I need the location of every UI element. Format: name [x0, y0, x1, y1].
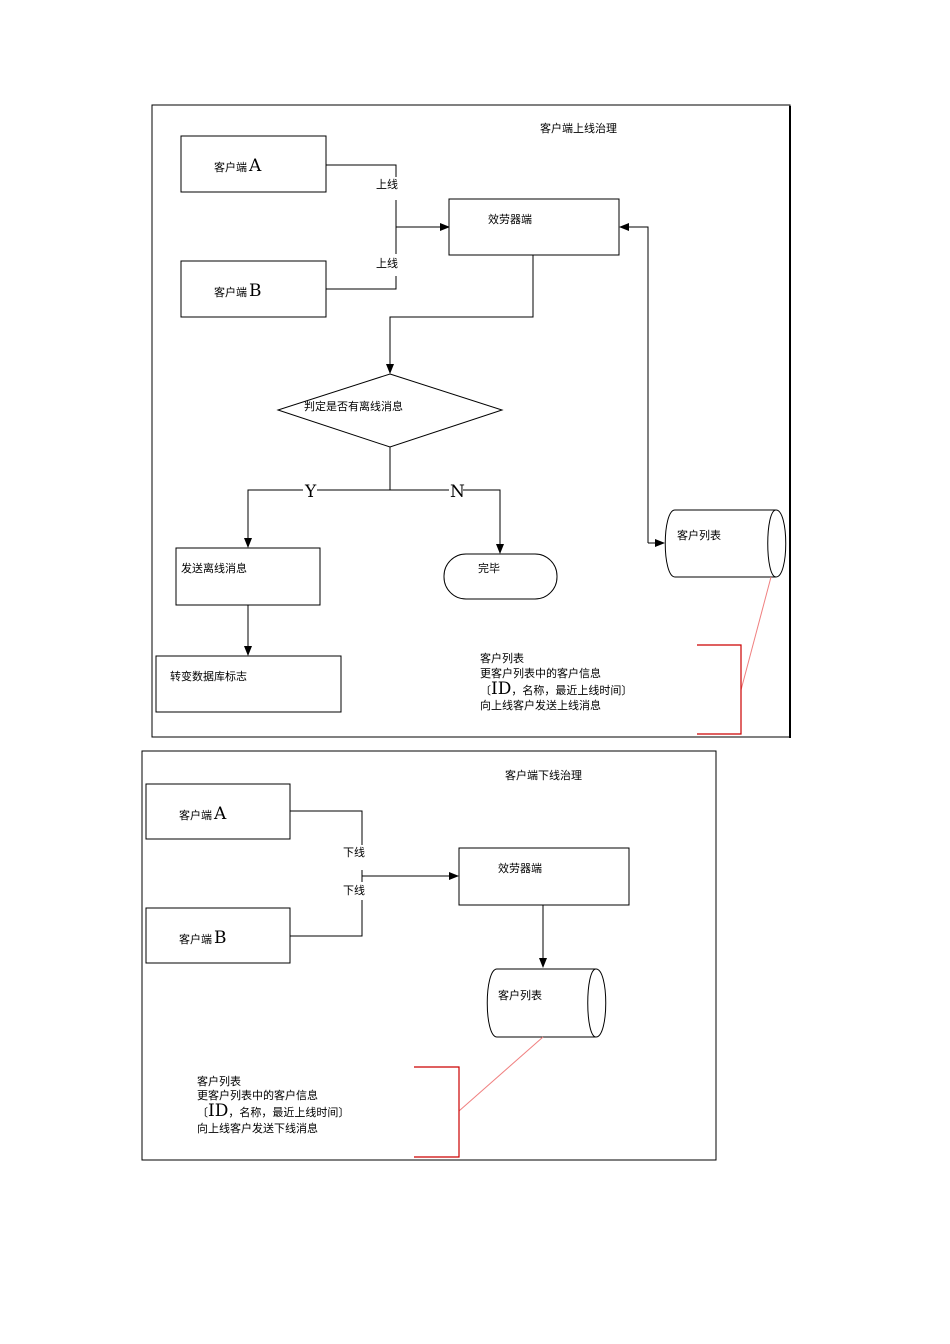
annotation-bracket-online	[697, 644, 742, 735]
change-db-box	[155, 655, 342, 713]
offline-label-2: 下线	[343, 883, 365, 897]
server-label: 效劳器端	[488, 212, 532, 226]
note2-line-4: 向上线客户发送下线消息	[197, 1121, 318, 1135]
change-db-label: 转变数据库标志	[170, 669, 247, 683]
yes-label: Y	[304, 482, 317, 502]
note2-line-1: 客户列表	[197, 1074, 241, 1088]
offline-label-1: 下线	[343, 845, 365, 859]
client-list-cylinder-edge-2	[587, 968, 597, 1038]
connector-a-online	[326, 164, 397, 177]
online-label-2: 上线	[376, 256, 398, 270]
note2-line-3: 〔ID，名称，最近上线时间〕	[197, 1101, 349, 1121]
decision-label: 判定是否有离线消息	[304, 399, 403, 413]
arrow-no	[390, 489, 504, 554]
client-list-label: 客户列表	[677, 528, 721, 542]
server-box	[448, 198, 620, 256]
no-label-bg	[449, 483, 463, 498]
annotation-bracket-offline	[414, 1066, 460, 1158]
client-a-box	[180, 135, 327, 193]
done-terminal	[443, 553, 558, 600]
arrow-yes	[244, 489, 390, 548]
done-label: 完毕	[478, 561, 500, 575]
server-box-2	[458, 847, 630, 906]
note-line-3: 〔ID，名称，最近上线时间〕	[480, 679, 632, 699]
annotation-pointer-offline	[458, 1036, 544, 1112]
annotation-pointer-online	[740, 576, 772, 691]
diagram-online-title: 客户端上线治理	[540, 121, 617, 135]
arrow-list-to-server	[619, 223, 649, 543]
client-list-label-2: 客户列表	[498, 988, 542, 1002]
yes-label-bg	[303, 483, 317, 498]
connector-b-offline	[290, 900, 363, 937]
diagram-offline-frame	[141, 750, 717, 1161]
note2-line-2: 更客户列表中的客户信息	[197, 1088, 318, 1102]
no-label: N	[450, 482, 465, 502]
server-label-2: 效劳器端	[498, 861, 542, 875]
online-label-1: 上线	[376, 177, 398, 191]
diagram-offline-title: 客户端下线治理	[505, 768, 582, 782]
note-line-1: 客户列表	[480, 651, 524, 665]
client-b-box-2	[145, 907, 291, 964]
note-line-4: 向上线客户发送上线消息	[480, 698, 601, 712]
note-line-2: 更客户列表中的客户信息	[480, 666, 601, 680]
arrow-server-to-decision	[386, 255, 534, 374]
connector-a-offline	[290, 810, 363, 845]
client-list-cylinder-edge	[767, 509, 777, 578]
send-offline-box	[175, 547, 321, 606]
send-offline-label: 发送离线消息	[181, 561, 247, 575]
connector-b-online	[326, 276, 397, 290]
